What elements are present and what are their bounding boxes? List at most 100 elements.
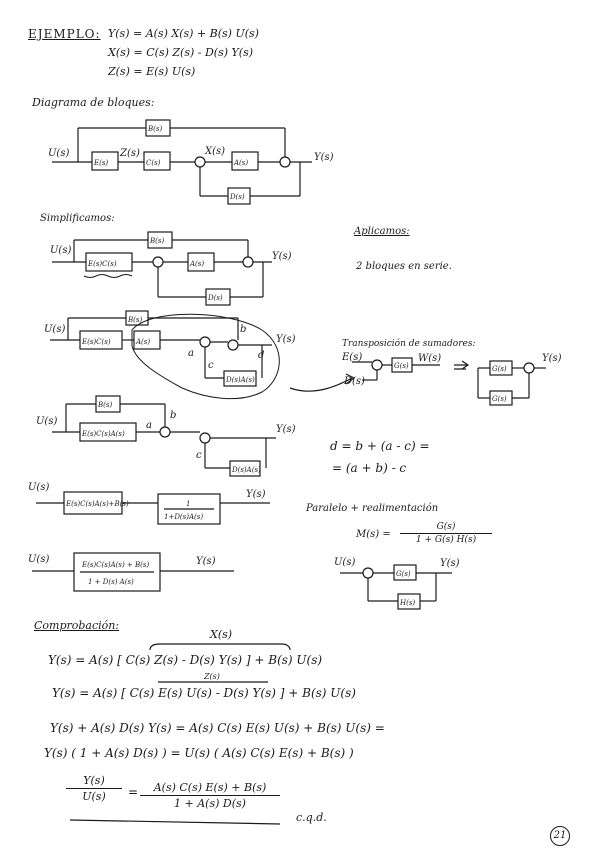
d2-label-a: A(s) (189, 260, 204, 268)
note-m-lhs: M(s) = (356, 529, 391, 540)
d6-block-final (73, 552, 161, 592)
proof-rhs-den: 1 + A(s) D(s) (174, 797, 246, 810)
d1-label-d: D(s) (229, 193, 245, 201)
d4-sum-1 (159, 426, 171, 438)
note-m-num: G(s) (400, 522, 492, 534)
page-number: 21 (550, 826, 570, 846)
section-aplicamos: Aplicamos: (354, 226, 410, 237)
d3-signal-y: Y(s) (276, 334, 296, 345)
tr-signal-e: E(s) (341, 352, 362, 363)
note-m-fraction: G(s) 1 + G(s) H(s) (400, 522, 492, 545)
proof-line-4: Y(s) ( 1 + A(s) D(s) ) = U(s) ( A(s) C(s… (44, 746, 354, 760)
diagram-1: E(s) C(s) A(s) B(s) D(s) U(s) Z(s) X(s) … (48, 119, 334, 205)
proof-line-1: Y(s) = A(s) [ C(s) Z(s) - D(s) Y(s) ] + … (48, 653, 323, 667)
d3-cloud-outline (131, 313, 280, 400)
proof-rhs-fraction: A(s) C(s) E(s) + B(s) 1 + A(s) D(s) (140, 781, 280, 810)
d3-arrow-curve (289, 377, 353, 392)
tr-label-g: G(s) (394, 362, 409, 370)
d3-sum-2 (227, 339, 239, 351)
proof-equals: = (128, 785, 139, 799)
d1-label-e: E(s) (93, 159, 108, 167)
diagram-2: E(s)C(s) A(s) B(s) D(s) U(s) Y(s) (50, 231, 292, 306)
diagram-3: E(s)C(s) A(s) B(s) D(s)A(s) U(s) Y(s) a … (44, 310, 356, 400)
d3-signal-u: U(s) (44, 324, 65, 335)
d2-label-ec: E(s)C(s) (87, 260, 117, 268)
fb-label-g: G(s) (396, 570, 411, 578)
proof-brace-x (149, 643, 291, 651)
tr2-sum (523, 362, 535, 374)
proof-cqd: c.q.d. (296, 811, 327, 824)
d5-block-frac (157, 493, 221, 525)
equation-1: Y(s) = A(s) X(s) + B(s) U(s) (108, 27, 259, 40)
d4-label-eca: E(s)C(s)A(s) (81, 430, 125, 438)
fb-signal-y: Y(s) (440, 558, 460, 569)
diagram-feedback: G(s) H(s) U(s) Y(s) (334, 557, 460, 610)
section-comprobacion: Comprobación: (34, 619, 120, 632)
d1-block-e (91, 151, 119, 171)
section-diagrama: Diagrama de bloques: (32, 96, 155, 109)
d1-signal-z: Z(s) (119, 148, 140, 159)
proof-lhs-num: Y(s) (66, 774, 122, 789)
note-d-eq2: = (a + b) - c (332, 461, 407, 475)
d4-sum-2 (199, 432, 211, 444)
d2-label-b: B(s) (149, 237, 164, 245)
d2-sum-2 (242, 256, 254, 268)
note-m-den: 1 + G(s) H(s) (415, 535, 477, 545)
d1-sum-1 (194, 156, 206, 168)
tr-implies-arrow (454, 360, 470, 370)
d1-label-a: A(s) (233, 159, 248, 167)
d3-signal-c: c (208, 360, 214, 371)
d5-signal-y: Y(s) (246, 489, 266, 500)
section-paralelo: Paralelo + realimentación (306, 503, 439, 514)
d4-signal-y: Y(s) (276, 424, 296, 435)
proof-underline (69, 819, 281, 825)
tr-sum (371, 359, 383, 371)
d5-label-one-plus: 1+D(s)A(s) (164, 513, 203, 521)
diagram-4: E(s)C(s)A(s) B(s) D(s)A(s) U(s) Y(s) a b… (36, 395, 296, 477)
d1-block-a (231, 151, 259, 171)
tr-signal-w: W(s) (418, 353, 441, 364)
d2-signal-y: Y(s) (272, 251, 292, 262)
proof-rhs-num: A(s) C(s) E(s) + B(s) (140, 781, 280, 796)
d6-label-den: 1 + D(s) A(s) (88, 578, 134, 586)
d6-signal-y: Y(s) (196, 556, 216, 567)
d1-label-c: C(s) (146, 159, 161, 167)
d4-label-da: D(s)A(s) (231, 466, 261, 474)
fb-label-h: H(s) (399, 599, 415, 607)
proof-line-3: Y(s) + A(s) D(s) Y(s) = A(s) C(s) E(s) U… (50, 721, 385, 735)
proof-z-label: Z(s) (204, 672, 220, 681)
equation-2: X(s) = C(s) Z(s) - D(s) Y(s) (108, 46, 254, 59)
fb-sum (362, 567, 374, 579)
d5-signal-u: U(s) (28, 482, 49, 493)
d2-underline-squiggle (83, 274, 133, 278)
d6-label-num: E(s)C(s)A(s) + B(s) (81, 561, 149, 569)
d4-signal-c: c (196, 450, 202, 461)
tr2-signal-y: Y(s) (542, 353, 562, 364)
section-transposicion: Transposición de sumadores: (342, 339, 476, 349)
d3-signal-d: d (258, 350, 264, 361)
d1-signal-x: X(s) (204, 146, 225, 157)
d1-signal-y: Y(s) (314, 152, 334, 163)
d5-label-one: 1 (186, 500, 190, 508)
d5-label-sum: E(s)C(s)A(s)+B(s) (65, 500, 129, 508)
d3-label-a: A(s) (135, 338, 150, 346)
d3-signal-b: b (240, 324, 246, 335)
d1-block-c (143, 151, 171, 171)
equation-3: Z(s) = E(s) U(s) (108, 65, 196, 78)
d2-label-d: D(s) (207, 294, 223, 302)
proof-lhs-fraction: Y(s) U(s) (66, 774, 122, 803)
diagram-6: E(s)C(s)A(s) + B(s) 1 + D(s) A(s) U(s) Y… (28, 552, 234, 592)
tr2-label-g: G(s) (492, 365, 507, 373)
d1-sum-2 (279, 156, 291, 168)
note-d-eq1: d = b + (a - c) = (330, 439, 430, 453)
d3-sum-1 (199, 336, 211, 348)
d4-label-b: B(s) (97, 401, 112, 409)
diagram-transposition: G(s) G(s) G(s) E(s) D(s) W(s) Y(s) (341, 352, 562, 406)
tr2-label-g2: G(s) (492, 395, 507, 403)
d6-signal-u: U(s) (28, 554, 49, 565)
proof-lhs-den: U(s) (82, 790, 106, 803)
d1-signal-u: U(s) (48, 148, 69, 159)
d3-label-b: B(s) (127, 316, 142, 324)
tr-signal-d: D(s) (343, 376, 365, 387)
